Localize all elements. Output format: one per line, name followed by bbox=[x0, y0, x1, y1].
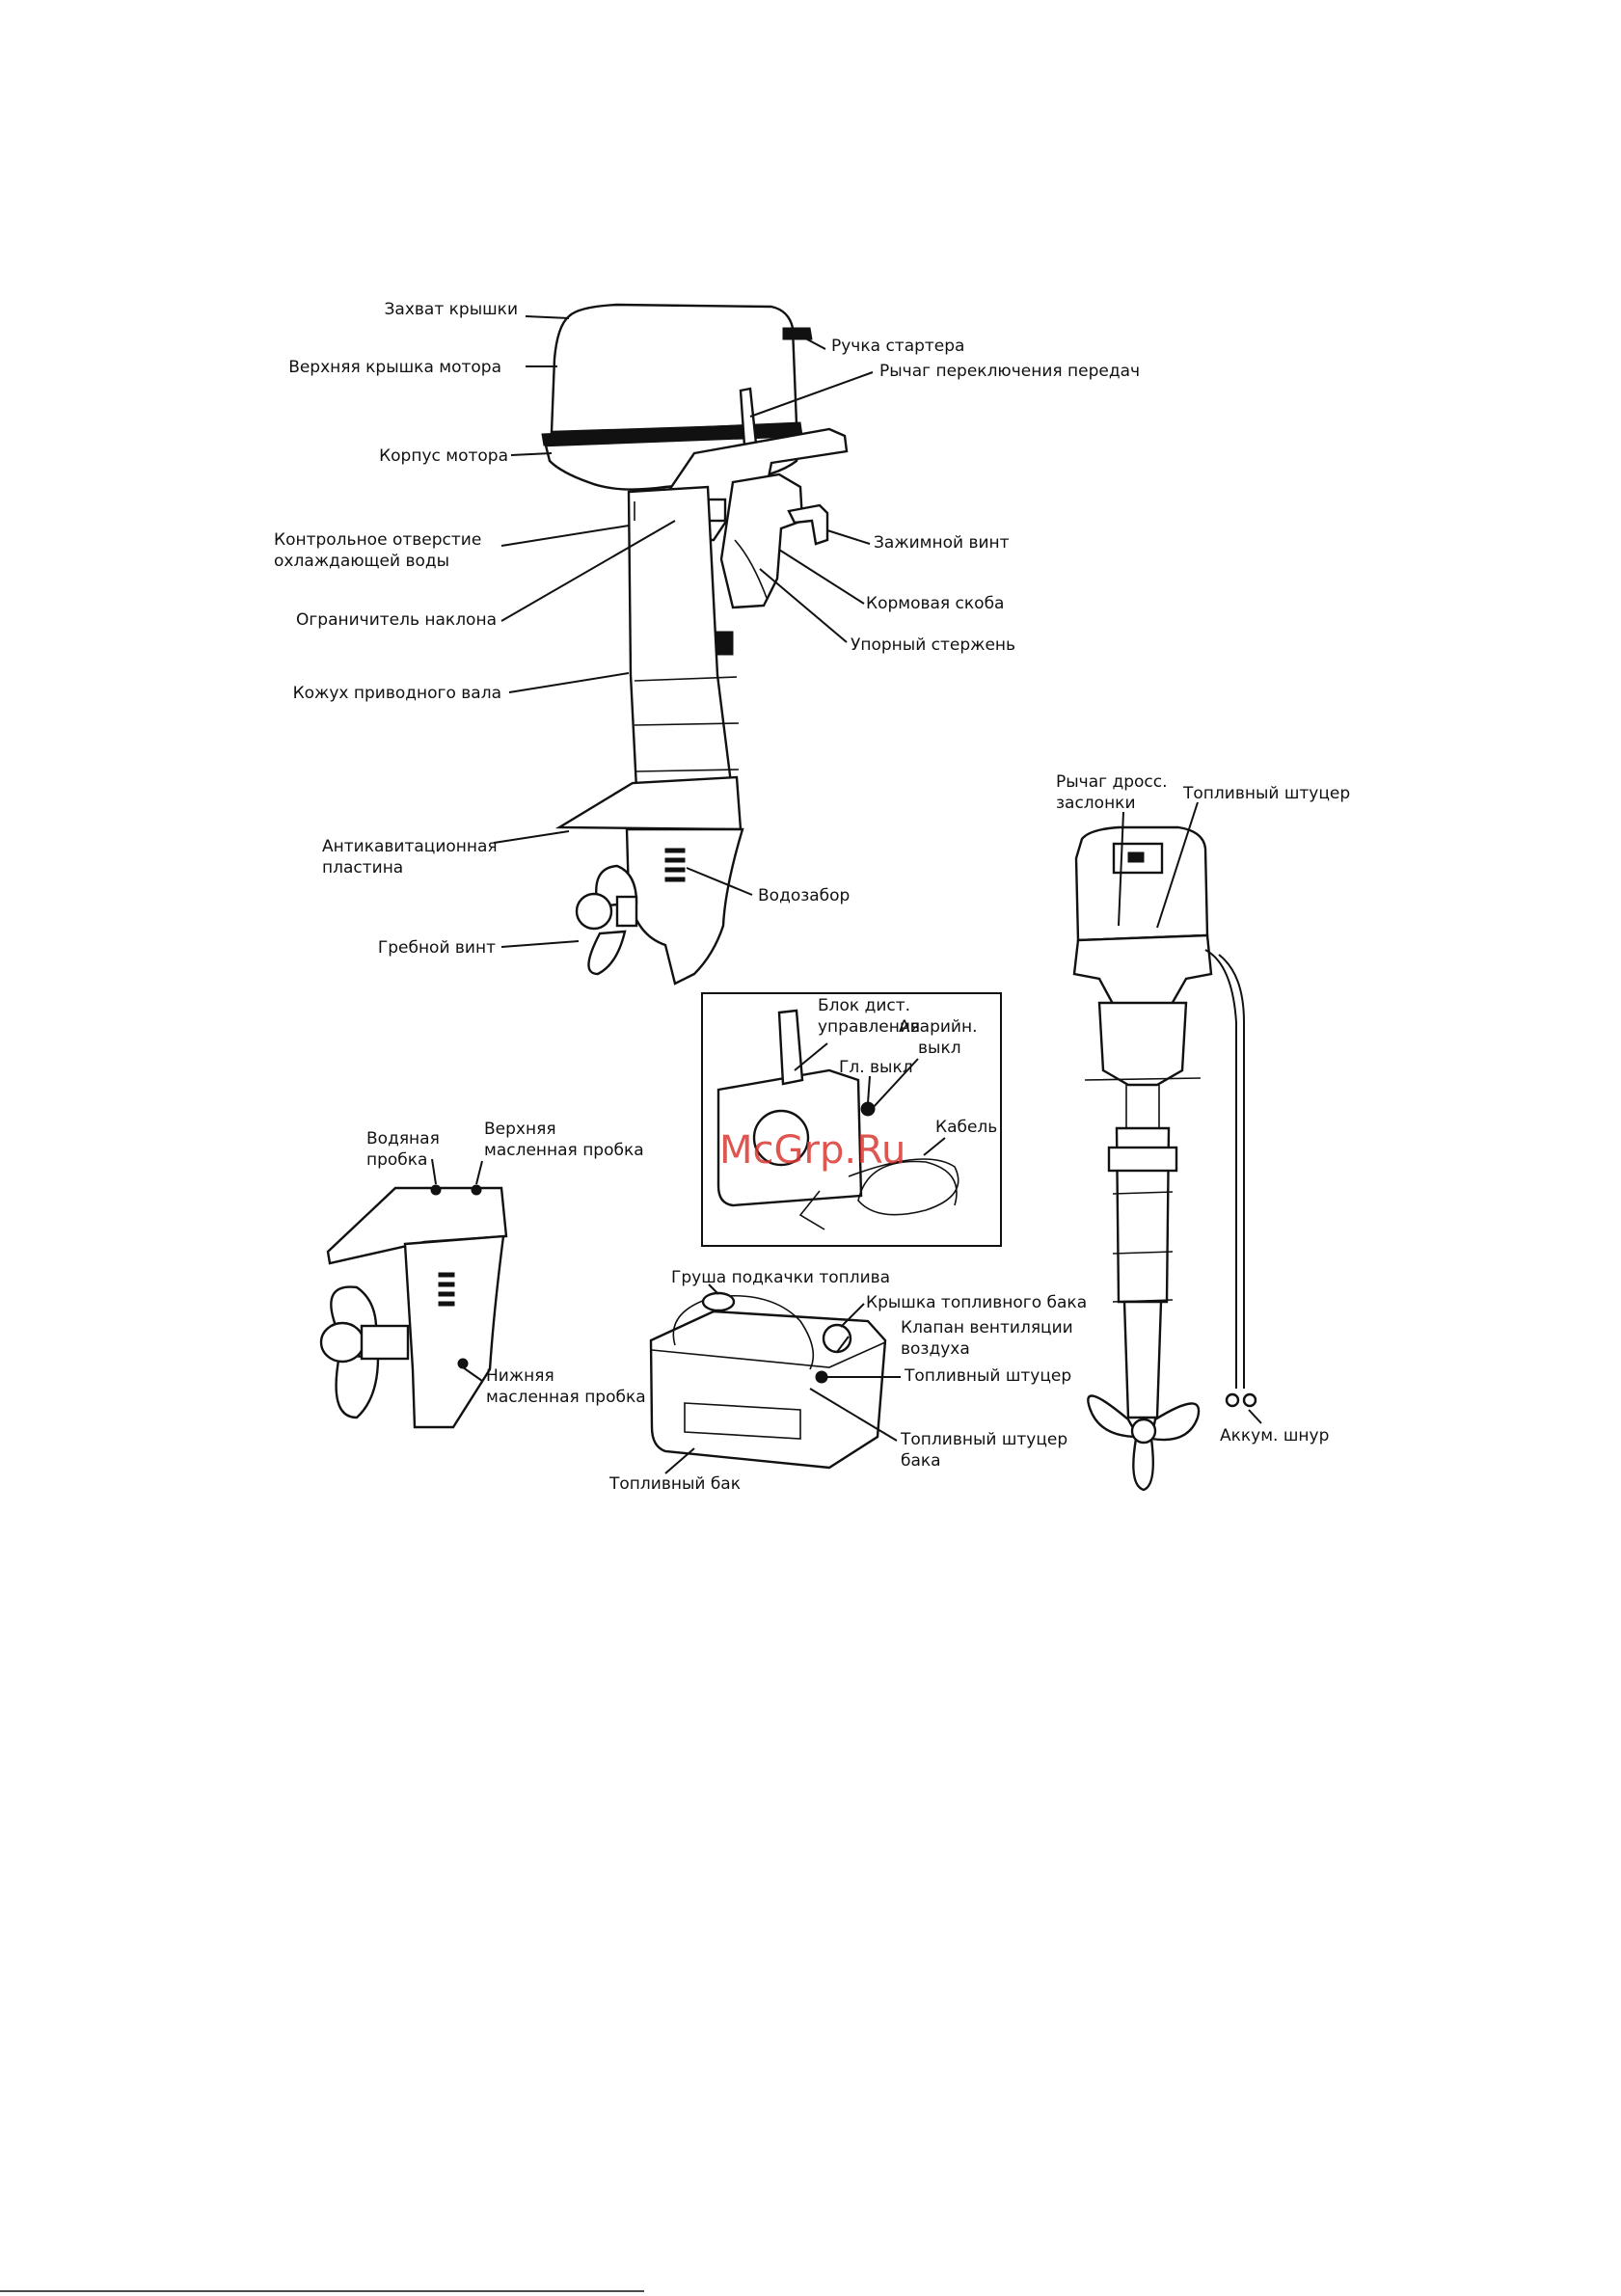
detail-lower-oil-plug bbox=[457, 1358, 469, 1369]
front-bracket-lines bbox=[1084, 1077, 1202, 1128]
battery-terminal-1 bbox=[1225, 1392, 1240, 1408]
label-water-intake: Водозабор bbox=[758, 886, 850, 905]
front-cowling bbox=[1074, 825, 1209, 942]
label-air-vent-1: Клапан вентиляции bbox=[901, 1318, 1073, 1337]
watermark-text: McGrp.Ru bbox=[719, 1128, 905, 1173]
gear-case-shape bbox=[625, 827, 744, 986]
part-labels: Захват крышки Верхняя крышка мотора Ручк… bbox=[274, 300, 1350, 1494]
label-propeller: Гребной винт bbox=[378, 938, 496, 958]
front-throttle-knob bbox=[1127, 851, 1145, 863]
housing-band-3 bbox=[635, 769, 740, 772]
detail-upper-oil-plug bbox=[471, 1184, 482, 1196]
label-main-switch: Гл. выкл bbox=[839, 1058, 913, 1077]
stern-bracket-shape bbox=[719, 473, 804, 609]
housing-band-2 bbox=[634, 722, 740, 726]
label-lower-oil-plug-2: масленная пробка bbox=[486, 1388, 646, 1407]
label-upper-oil-plug-1: Верхняя bbox=[484, 1120, 556, 1139]
water-intake-slots bbox=[664, 848, 686, 882]
label-fuel-connector-top: Топливный штуцер bbox=[1182, 784, 1350, 803]
detail-propeller bbox=[319, 1285, 410, 1419]
thrust-rod-shape bbox=[734, 539, 768, 599]
label-battery-cord: Аккум. шнур bbox=[1220, 1426, 1329, 1445]
fuel-connector-shape bbox=[815, 1370, 828, 1384]
label-throttle-lever-1: Рычаг дросс. bbox=[1056, 772, 1168, 792]
fuel-tank-top-edge bbox=[651, 1341, 886, 1368]
label-tilt-stopper: Ограничитель наклона bbox=[296, 610, 497, 630]
battery-cord-line bbox=[1204, 949, 1245, 1389]
label-starter-handle: Ручка стартера bbox=[831, 337, 964, 356]
fuel-tank-body bbox=[649, 1310, 887, 1470]
label-top-cowling: Верхняя крышка мотора bbox=[288, 358, 501, 377]
label-remote-box-2: управления bbox=[818, 1017, 920, 1037]
remote-control-cable-coil bbox=[848, 1158, 959, 1216]
remote-control-lever bbox=[777, 1009, 804, 1086]
label-tank-fuel-connector-2: бака bbox=[901, 1451, 941, 1471]
front-propeller bbox=[1087, 1394, 1201, 1492]
clamp-screw-shape bbox=[787, 503, 829, 546]
label-thrust-rod: Упорный стержень bbox=[851, 635, 1015, 655]
leader-lines bbox=[431, 315, 1262, 1474]
label-remote-box-1: Блок дист. bbox=[818, 996, 910, 1015]
label-drive-shaft-housing: Кожух приводного вала bbox=[293, 684, 501, 703]
label-cover-grip: Захват крышки bbox=[385, 300, 518, 319]
label-air-vent-2: воздуха bbox=[901, 1339, 970, 1359]
label-fuel-tank: Топливный бак bbox=[608, 1474, 741, 1494]
front-gear-leg bbox=[1122, 1300, 1163, 1419]
label-emergency-stop-2: выкл bbox=[918, 1039, 961, 1058]
detail-water-plug bbox=[430, 1184, 442, 1196]
label-primer-bulb: Груша подкачки топлива bbox=[671, 1268, 890, 1287]
anti-cavitation-plate-shape bbox=[554, 775, 743, 831]
propeller-shape bbox=[575, 864, 638, 976]
fuel-tank-drawing bbox=[649, 1291, 887, 1470]
housing-band-1 bbox=[634, 676, 738, 682]
outboard-motor-front-view bbox=[1072, 825, 1257, 1492]
label-fuel-tank-cap: Крышка топливного бака bbox=[866, 1293, 1087, 1312]
label-throttle-lever-2: заслонки bbox=[1056, 794, 1136, 813]
label-water-plug-1: Водяная bbox=[366, 1129, 440, 1148]
remote-control-panel bbox=[701, 992, 1002, 1247]
label-water-check-hole-2: охлаждающей воды bbox=[274, 552, 449, 571]
label-water-check-hole-1: Контрольное отверстие bbox=[274, 530, 481, 550]
label-anti-cav-plate-1: Антикавитационная bbox=[322, 837, 498, 856]
label-anti-cav-plate-2: пластина bbox=[322, 858, 403, 878]
label-clamp-screw: Зажимной винт bbox=[874, 533, 1010, 553]
label-engine-body: Корпус мотора bbox=[379, 446, 508, 466]
label-cable: Кабель bbox=[935, 1118, 997, 1137]
detail-water-intake-slots bbox=[438, 1272, 455, 1307]
front-shaft-band-1 bbox=[1107, 1146, 1178, 1173]
gear-case-detail bbox=[319, 1184, 508, 1429]
top-cowling-shape bbox=[550, 303, 798, 434]
label-lower-oil-plug-1: Нижняя bbox=[486, 1366, 554, 1386]
label-emergency-stop-1: Аварийн. bbox=[899, 1017, 977, 1037]
fuel-tank-label-recess bbox=[684, 1402, 801, 1440]
label-shift-lever: Рычаг переключения передач bbox=[879, 362, 1140, 381]
remote-control-frame bbox=[701, 992, 1002, 1247]
label-upper-oil-plug-2: масленная пробка bbox=[484, 1141, 644, 1160]
fuel-hose-loop bbox=[672, 1294, 815, 1370]
front-swivel bbox=[1097, 1001, 1188, 1087]
label-tank-fuel-connector-1: Топливный штуцер bbox=[900, 1430, 1067, 1449]
remote-control-hub bbox=[752, 1109, 810, 1167]
primer-bulb-shape bbox=[701, 1291, 736, 1312]
emergency-lanyard bbox=[798, 1190, 825, 1230]
battery-terminal-2 bbox=[1242, 1392, 1257, 1408]
detail-anti-cav-plate bbox=[326, 1186, 508, 1265]
label-stern-bracket: Кормовая скоба bbox=[866, 594, 1004, 613]
label-water-plug-2: пробка bbox=[366, 1150, 427, 1170]
outboard-motor-side-view bbox=[541, 303, 849, 986]
label-fuel-connector-tank-side: Топливный штуцер bbox=[904, 1366, 1071, 1386]
